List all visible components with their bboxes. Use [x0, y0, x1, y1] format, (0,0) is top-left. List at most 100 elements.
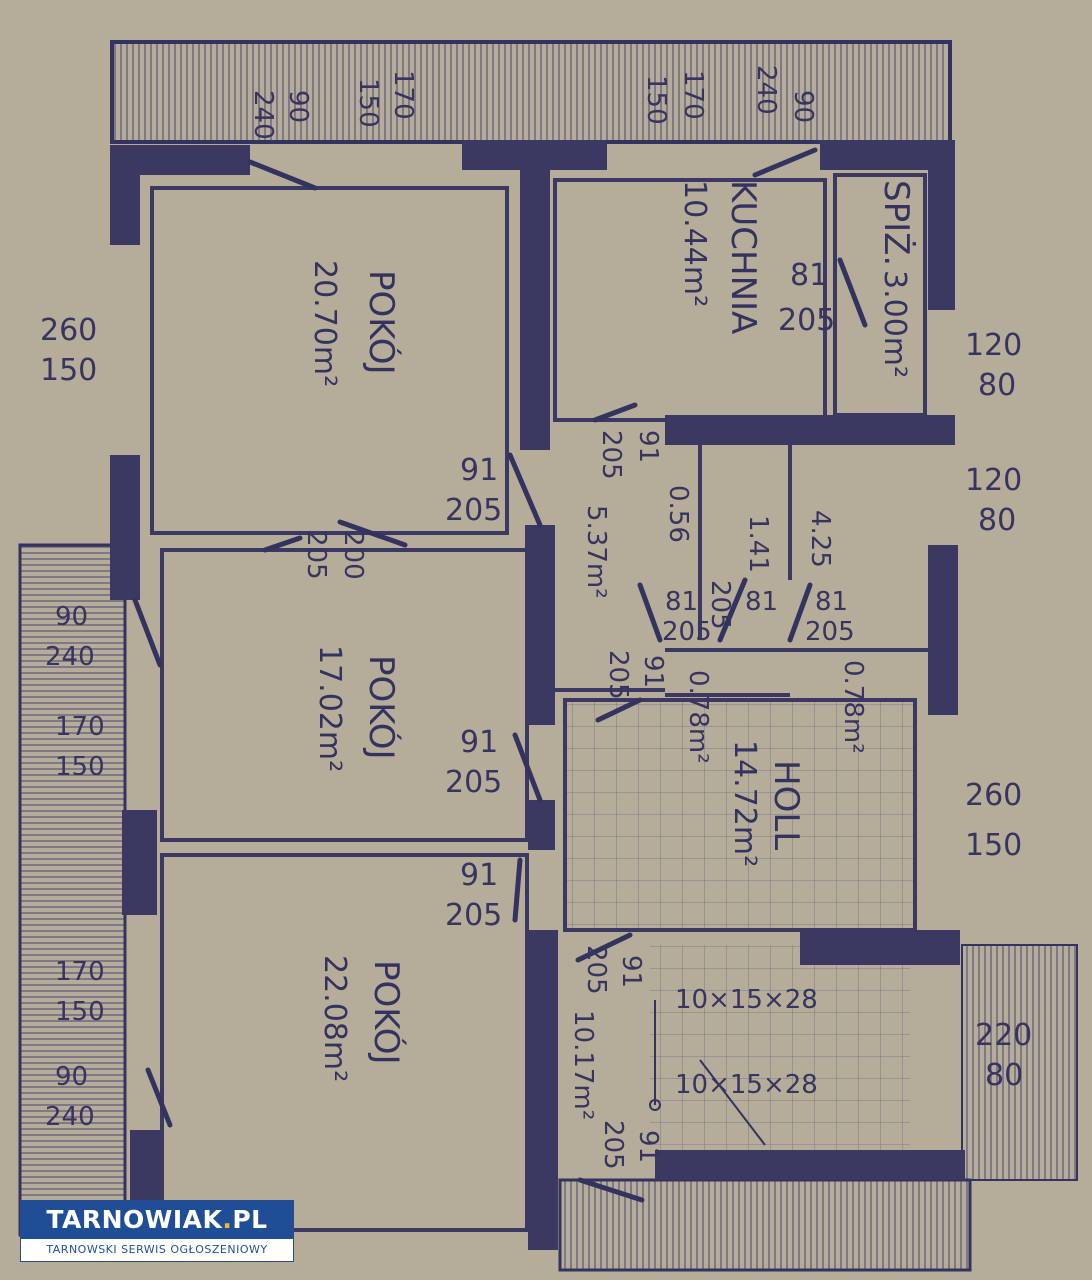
- pokoj-bottom-label: POKÓJ 22.08m²: [317, 955, 407, 1082]
- svg-text:205: 205: [705, 580, 735, 630]
- hall-floor-grid: [565, 700, 915, 930]
- svg-text:14.72m²: 14.72m²: [727, 740, 762, 867]
- svg-text:240: 240: [45, 1102, 95, 1132]
- tarnowiak-logo[interactable]: TARNOWIAK.PL TARNOWSKI SERWIS OGŁOSZENIO…: [20, 1200, 294, 1262]
- svg-text:4.25: 4.25: [805, 510, 835, 568]
- svg-text:80: 80: [978, 368, 1016, 403]
- svg-text:0.78m²: 0.78m²: [683, 670, 713, 764]
- svg-text:20.70m²: 20.70m²: [307, 260, 342, 387]
- window-dims-left-bot: 170 150: [55, 957, 105, 1027]
- svg-text:205: 205: [445, 898, 502, 933]
- svg-text:81: 81: [745, 587, 778, 617]
- door-dims-pokoj-double: 200 205: [301, 530, 368, 580]
- window-dims-top-right: 150 170 240 90: [641, 65, 818, 125]
- spizarnia-label: SPIŻ. 3.00m²: [876, 180, 916, 378]
- svg-text:205: 205: [445, 765, 502, 800]
- pokoj-top-label: POKÓJ 20.70m²: [307, 260, 402, 387]
- svg-text:KUCHNIA: KUCHNIA: [723, 180, 763, 334]
- svg-text:260: 260: [965, 778, 1022, 813]
- svg-text:SPIŻ.: SPIŻ.: [876, 180, 916, 266]
- svg-text:0.56: 0.56: [663, 485, 693, 543]
- logo-tagline: TARNOWSKI SERWIS OGŁOSZENIOWY: [46, 1243, 268, 1256]
- svg-text:150: 150: [353, 78, 383, 128]
- window-dims-right-spiz: 120 80: [965, 328, 1022, 403]
- svg-text:90: 90: [283, 90, 313, 123]
- bath2-area-label: 4.25: [805, 510, 835, 568]
- window-dims-left-top: 260 150: [40, 313, 97, 388]
- logo-brand-dot: .: [222, 1205, 233, 1234]
- svg-text:150: 150: [55, 997, 105, 1027]
- closet-area-label: 0.56: [663, 485, 693, 543]
- svg-text:90: 90: [788, 90, 818, 123]
- svg-text:120: 120: [965, 328, 1022, 363]
- svg-text:240: 240: [751, 65, 781, 115]
- svg-text:80: 80: [978, 503, 1016, 538]
- svg-text:205: 205: [805, 617, 855, 647]
- svg-text:1.41: 1.41: [743, 515, 773, 573]
- svg-text:81: 81: [665, 587, 698, 617]
- svg-text:90: 90: [55, 602, 88, 632]
- interior-lines: [150, 173, 930, 1232]
- door-swings: [132, 147, 868, 1203]
- svg-text:150: 150: [55, 752, 105, 782]
- svg-text:POKÓJ: POKÓJ: [366, 960, 407, 1065]
- svg-text:10.44m²: 10.44m²: [677, 180, 712, 307]
- svg-text:22.08m²: 22.08m²: [317, 955, 352, 1082]
- svg-text:91: 91: [616, 955, 646, 988]
- door-dims-left-bot: 90 240: [45, 1062, 95, 1132]
- window-dims-right-hall: 260 150: [965, 778, 1022, 863]
- svg-text:205: 205: [778, 303, 835, 338]
- svg-text:81: 81: [815, 587, 848, 617]
- svg-text:POKÓJ: POKÓJ: [361, 655, 402, 760]
- svg-text:POKÓJ: POKÓJ: [361, 270, 402, 375]
- logo-brand-main: TARNOWIAK: [46, 1205, 223, 1234]
- svg-text:120: 120: [965, 463, 1022, 498]
- svg-text:260: 260: [40, 313, 97, 348]
- stair-arrow: [649, 1000, 766, 1146]
- svg-text:150: 150: [40, 353, 97, 388]
- terrace-right: [961, 944, 1078, 1181]
- balcony-top: [110, 40, 952, 144]
- svg-text:91: 91: [633, 1130, 663, 1163]
- logo-brand: TARNOWIAK.PL: [21, 1201, 293, 1239]
- svg-text:170: 170: [388, 70, 418, 120]
- closet3-area-label: 0.78m²: [838, 660, 868, 754]
- svg-text:170: 170: [678, 70, 708, 120]
- svg-text:91: 91: [460, 453, 498, 488]
- pokoj-mid-label: POKÓJ 17.02m²: [312, 645, 402, 772]
- svg-text:150: 150: [965, 828, 1022, 863]
- door-dims-hall-top: 91 205: [445, 453, 502, 528]
- svg-text:80: 80: [985, 1058, 1023, 1093]
- stair-grid: [650, 945, 910, 1150]
- svg-text:91: 91: [633, 430, 663, 463]
- svg-text:5.37m²: 5.37m²: [581, 505, 611, 599]
- door-dims-bath-top: 91 205: [596, 430, 663, 480]
- door-dims-stair-bot: 91 205: [598, 1120, 663, 1170]
- svg-text:205: 205: [662, 617, 712, 647]
- door-dims-closet: 81 205: [662, 587, 712, 647]
- svg-text:220: 220: [975, 1018, 1032, 1053]
- window-dims-top-left: 240 90 150 170: [248, 70, 418, 140]
- door-dims-left-mid: 90 240: [45, 602, 95, 672]
- walls: [110, 140, 965, 1260]
- window-dims-right-stair: 220 80: [975, 1018, 1032, 1093]
- svg-text:91: 91: [638, 655, 668, 688]
- svg-text:0.78m²: 0.78m²: [838, 660, 868, 754]
- svg-text:240: 240: [248, 90, 278, 140]
- window-dims-left-mid: 170 150: [55, 712, 105, 782]
- stairs-spec-top: 10×15×28: [675, 985, 818, 1015]
- svg-text:91: 91: [460, 858, 498, 893]
- svg-text:205: 205: [445, 493, 502, 528]
- svg-text:3.00m²: 3.00m²: [877, 270, 912, 378]
- door-dims-bath: 81 205: [805, 587, 855, 647]
- stairs-area-label: 10.17m²: [568, 1010, 598, 1120]
- svg-text:205: 205: [581, 945, 611, 995]
- logo-brand-tld: PL: [232, 1205, 268, 1234]
- door-dims-stair-top: 91 205: [581, 945, 646, 995]
- svg-text:205: 205: [598, 1120, 628, 1170]
- door-dims-hall-mid: 91 205: [445, 725, 502, 800]
- door-dims-wc: 81 205: [705, 580, 778, 630]
- svg-text:205: 205: [301, 530, 331, 580]
- svg-text:81: 81: [790, 258, 828, 293]
